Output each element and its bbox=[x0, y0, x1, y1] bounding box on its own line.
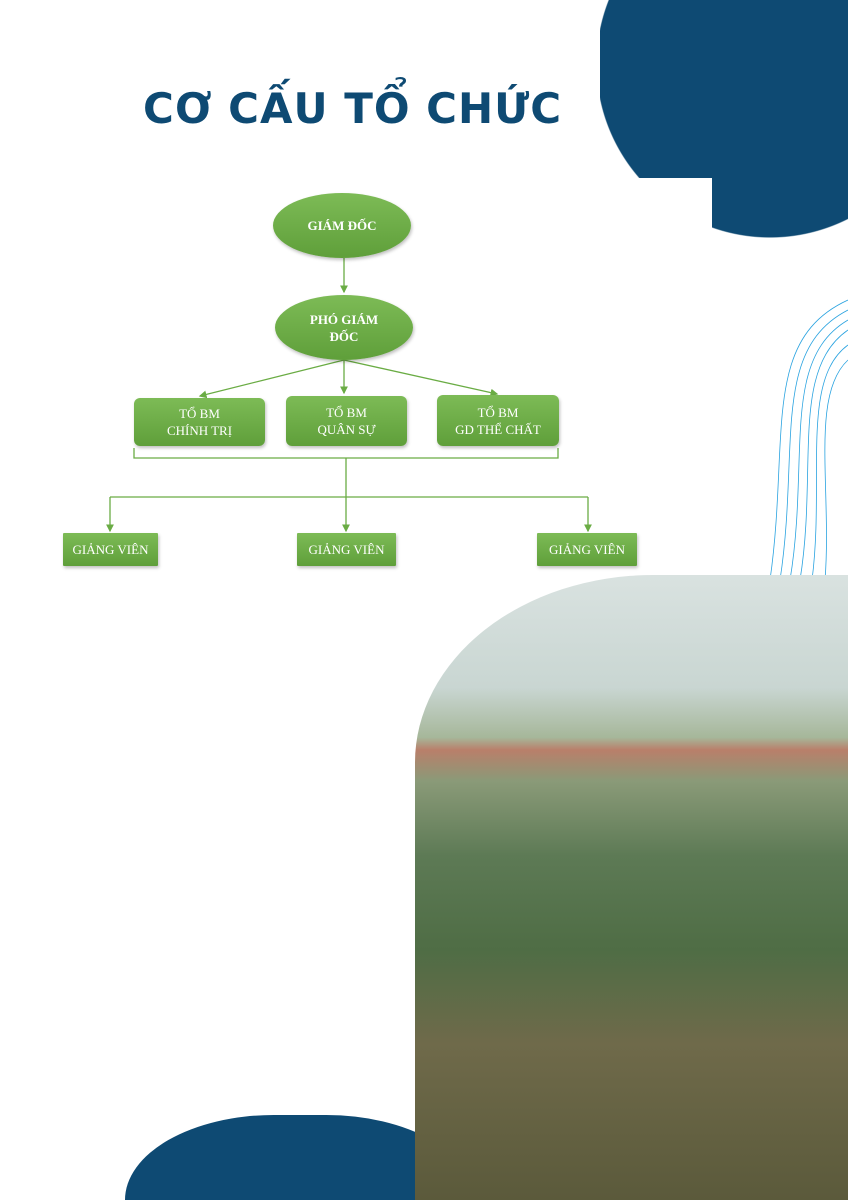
node-dept-physical-ed: TỔ BM GD THỂ CHẤT bbox=[437, 395, 559, 446]
node-label: GIẢNG VIÊN bbox=[72, 541, 149, 557]
node-lecturer: GIẢNG VIÊN bbox=[537, 533, 637, 566]
page-title: CƠ CẤU TỔ CHỨC bbox=[143, 84, 563, 133]
node-label: QUÂN SỰ bbox=[317, 422, 376, 437]
node-label: TỔ BM bbox=[477, 404, 519, 420]
node-label: TỔ BM bbox=[179, 406, 220, 421]
node-lecturer: GIẢNG VIÊN bbox=[63, 533, 158, 566]
node-director: GIÁM ĐỐC bbox=[273, 193, 411, 258]
node-label: GIẢNG VIÊN bbox=[549, 541, 625, 557]
node-label: GD THỂ CHẤT bbox=[455, 421, 541, 437]
node-label: PHÓ GIÁM bbox=[309, 311, 379, 327]
node-label: ĐỐC bbox=[329, 328, 359, 344]
node-label: GIÁM ĐỐC bbox=[307, 218, 377, 233]
cadet-training-photo bbox=[415, 575, 848, 1200]
node-lecturer: GIẢNG VIÊN bbox=[297, 533, 396, 566]
node-dept-politics: TỔ BM CHÍNH TRỊ bbox=[134, 398, 265, 446]
node-deputy-director: PHÓ GIÁM ĐỐC bbox=[275, 295, 413, 360]
node-dept-military: TỔ BM QUÂN SỰ bbox=[286, 396, 407, 446]
node-label: TỔ BM bbox=[326, 405, 367, 420]
node-label: CHÍNH TRỊ bbox=[166, 423, 233, 438]
node-label: GIẢNG VIÊN bbox=[308, 541, 385, 557]
decorative-cutout bbox=[600, 178, 712, 238]
